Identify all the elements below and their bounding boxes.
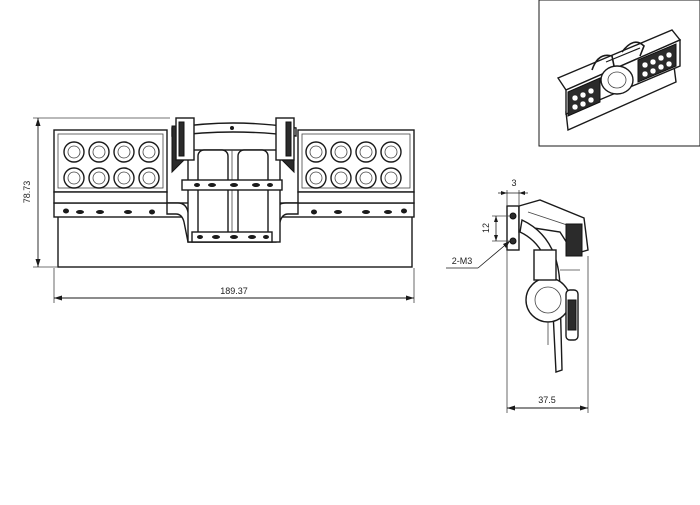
hole-spacing-dimension: 12 (481, 215, 510, 242)
front-view: 78.73 189.37 (22, 117, 415, 303)
width-dimension: 189.37 (53, 268, 415, 303)
center-frame (166, 117, 299, 243)
height-label: 78.73 (22, 181, 32, 204)
depth-label: 37.5 (538, 395, 556, 405)
height-dimension: 78.73 (22, 117, 170, 268)
isometric-bumper-view (556, 29, 682, 132)
depth-dimension: 37.5 (506, 250, 589, 413)
hole-spacing-label: 12 (481, 223, 491, 233)
isometric-inset (538, 0, 700, 147)
mounting-holes (63, 126, 407, 239)
offset-dimension: 3 (498, 178, 528, 206)
side-view: 3 12 2-M3 37.5 (446, 178, 589, 413)
right-light-panel (297, 129, 415, 204)
width-label: 189.37 (220, 286, 248, 296)
thread-callout: 2-M3 (446, 240, 511, 269)
thread-label: 2-M3 (452, 256, 473, 266)
offset-label: 3 (511, 178, 516, 188)
left-light-panel (53, 129, 168, 204)
